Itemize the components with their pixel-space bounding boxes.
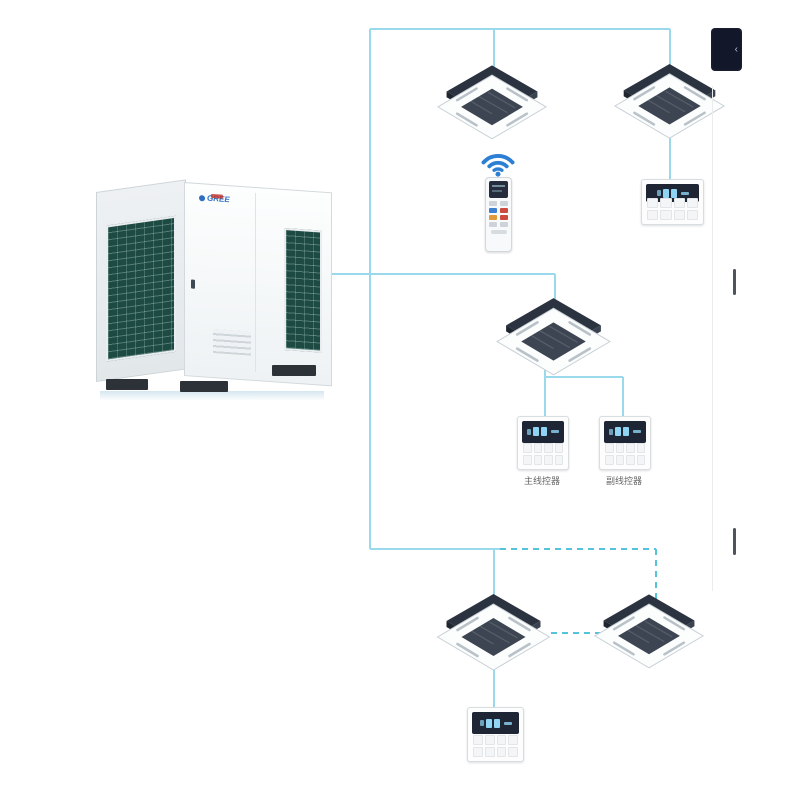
remote-button: [500, 222, 508, 227]
cassette-indoor-unit-4: [433, 593, 554, 677]
remote-slide-button: [490, 230, 507, 234]
page-edge-line: [712, 86, 713, 591]
label-master-controller: 主线控器: [523, 476, 560, 486]
wired-controller-master: [517, 416, 569, 470]
series-badge: [211, 193, 223, 199]
remote-button: [500, 215, 508, 220]
smartphone: ‹: [711, 28, 742, 71]
remote-button: [489, 201, 497, 206]
wireless-remote-control: [485, 177, 512, 252]
wired-controller-4: [467, 707, 524, 762]
controller-screen: [522, 421, 564, 443]
controller-buttons: [523, 443, 563, 465]
panel-handle: [191, 279, 195, 289]
outdoor-unit-front-panel: GREE: [184, 182, 332, 387]
controller-buttons: [647, 198, 698, 220]
controller-screen: [472, 712, 519, 735]
outdoor-unit-foot: [106, 379, 148, 390]
label-slave-controller: 副线控器: [605, 476, 642, 486]
outdoor-unit-shadow: [100, 391, 324, 401]
panel-seam: [255, 192, 257, 373]
phone-back-icon: ‹: [734, 44, 738, 55]
remote-button: [489, 215, 497, 220]
outdoor-unit-foot: [272, 365, 316, 376]
rating-sticker: [213, 329, 251, 356]
wired-controller-slave: [599, 416, 651, 470]
edge-dash-mark: [733, 269, 736, 295]
controller-screen: [646, 184, 699, 203]
remote-button: [489, 222, 497, 227]
controller-screen: [604, 421, 646, 443]
outdoor-unit-foot: [180, 381, 228, 392]
gree-logo-icon: [199, 194, 205, 201]
outdoor-unit-side-grille: [106, 215, 176, 362]
cassette-indoor-unit-3: [493, 297, 614, 382]
cassette-indoor-unit-1: [434, 64, 550, 146]
outdoor-unit-side-panel: [96, 179, 186, 382]
controller-buttons: [605, 443, 645, 465]
remote-lcd-screen: [489, 181, 508, 198]
outdoor-unit: GREE: [96, 178, 332, 401]
remote-buttons: [489, 201, 508, 227]
cassette-indoor-unit-5: [591, 591, 707, 677]
controller-buttons: [473, 735, 518, 757]
wireless-signal-icon: [481, 154, 515, 177]
dashed-communication-wires: [500, 548, 657, 634]
edge-dash-mark: [733, 528, 736, 555]
outdoor-unit-front-grille: [284, 227, 322, 353]
remote-button: [489, 208, 497, 213]
remote-button: [500, 208, 508, 213]
cassette-indoor-unit-2: [611, 63, 728, 145]
remote-button: [500, 201, 508, 206]
wired-controller-1: [641, 179, 704, 225]
